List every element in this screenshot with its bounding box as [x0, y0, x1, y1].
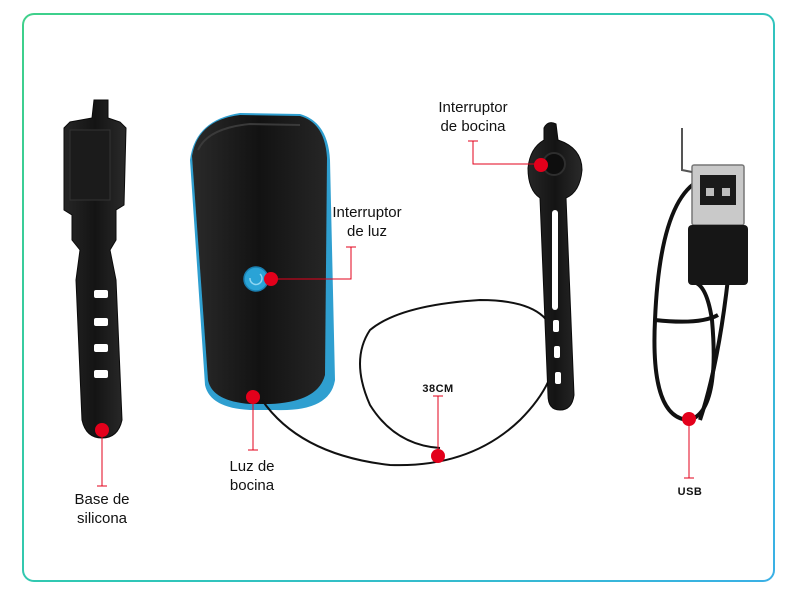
label-usb: USB [677, 486, 703, 498]
horn-cable [261, 298, 558, 467]
label-light-switch: Interruptor de luz [332, 204, 402, 240]
label-silicone-base: Base de silicona [74, 491, 130, 527]
label-cable-length: 38CM [422, 383, 454, 395]
callout-strap [95, 423, 109, 487]
product-frame [22, 13, 775, 582]
callout-light-switch [264, 246, 356, 286]
horn-switch-strap [527, 122, 583, 411]
horn-light-body [190, 113, 335, 411]
callout-horn-switch [468, 140, 548, 172]
callout-usb [682, 412, 696, 479]
callout-horn-light [246, 390, 260, 451]
label-horn-light: Luz de bocina [229, 458, 275, 494]
usb-cable [652, 128, 748, 422]
silicone-strap [63, 99, 127, 439]
callout-cable-length [431, 395, 445, 463]
label-horn-switch: Interruptor de bocina [438, 99, 508, 135]
